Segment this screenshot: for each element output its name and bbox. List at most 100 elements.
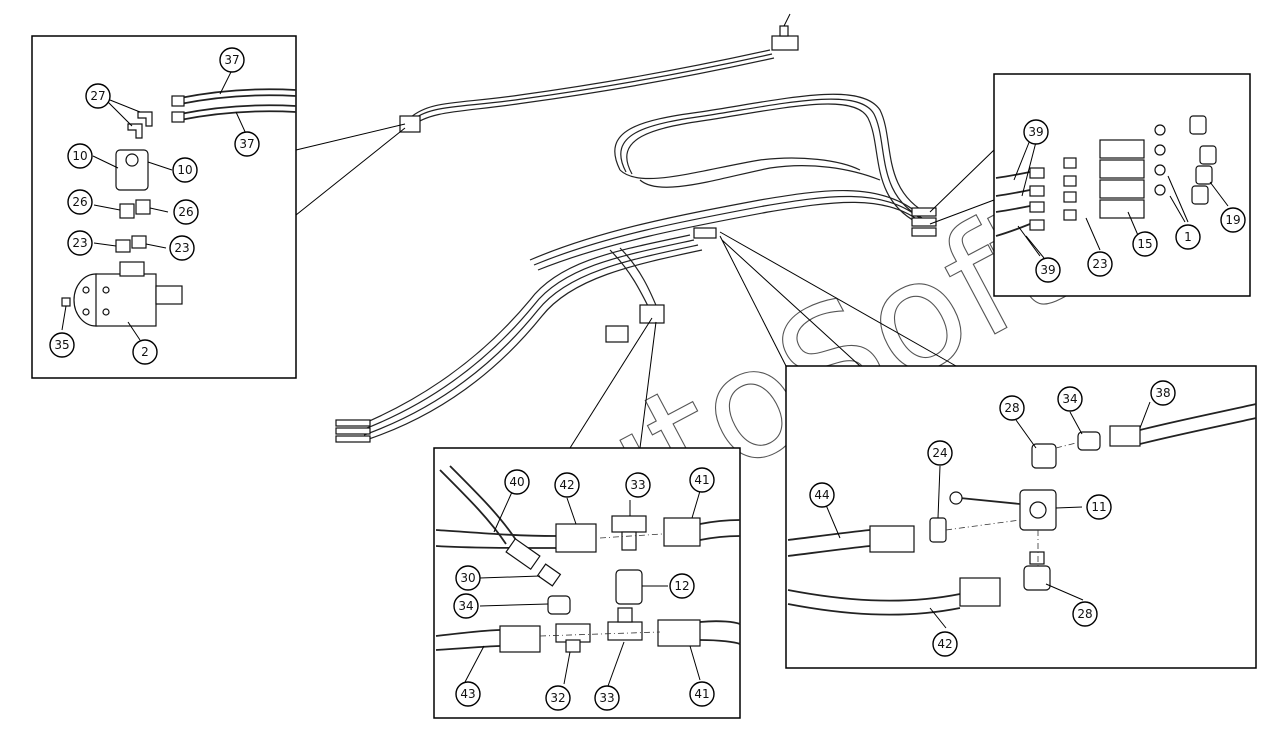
callout-balloon: 43 <box>455 681 481 707</box>
callout-number: 41 <box>694 687 709 701</box>
adapter-fitting <box>115 239 131 253</box>
callout-balloon: 12 <box>669 573 695 599</box>
hose-end-fitting <box>171 111 185 123</box>
callout-circle <box>1150 380 1176 406</box>
callout-number: 19 <box>1225 213 1240 227</box>
callout-balloon: 10 <box>172 157 198 183</box>
callout-number: 2 <box>141 345 149 359</box>
callout-number: 41 <box>694 473 709 487</box>
right-valve-connectors <box>911 207 937 237</box>
callout-number: 39 <box>1040 263 1055 277</box>
callout-circle <box>67 143 93 169</box>
callout-balloon: 15 <box>1132 231 1158 257</box>
callout-circle <box>1072 601 1098 627</box>
callout-balloon: 39 <box>1035 257 1061 283</box>
callout-number: 23 <box>1092 257 1107 271</box>
callout-number: 23 <box>174 241 189 255</box>
coupler-stack <box>1029 115 1217 231</box>
elbow-fitting <box>127 123 143 139</box>
callout-number: 27 <box>90 89 105 103</box>
callout-circle <box>927 440 953 466</box>
main-hose-routing <box>335 13 937 443</box>
callout-number: 33 <box>599 691 614 705</box>
callout-number: 28 <box>1004 401 1019 415</box>
callout-circle <box>689 681 715 707</box>
callout-number: 42 <box>559 478 574 492</box>
callout-balloon: 34 <box>1057 386 1083 412</box>
callout-balloon: 27 <box>85 83 111 109</box>
callout-circle <box>1023 119 1049 145</box>
callout-balloon: 2 <box>132 339 158 365</box>
callout-circle <box>1086 494 1112 520</box>
elbow-fitting <box>137 111 153 127</box>
left-detail-box <box>31 35 406 379</box>
callout-circle <box>173 199 199 225</box>
callout-balloon: 42 <box>932 631 958 657</box>
callout-balloon: 42 <box>554 472 580 498</box>
callout-circle <box>932 631 958 657</box>
callout-balloon: 33 <box>594 685 620 711</box>
callout-circle <box>554 472 580 498</box>
callout-number: 34 <box>458 599 473 613</box>
callout-circle <box>85 83 111 109</box>
callout-circle <box>1035 257 1061 283</box>
callout-number: 11 <box>1091 500 1106 514</box>
center-tee-cluster <box>639 304 665 324</box>
callout-number: 33 <box>630 478 645 492</box>
callout-circle <box>669 573 695 599</box>
callout-balloon: 41 <box>689 467 715 493</box>
adapter-fitting <box>119 203 135 219</box>
callout-balloon: 19 <box>1220 207 1246 233</box>
right-detail-box <box>929 73 1251 297</box>
callout-number: 37 <box>224 53 239 67</box>
callout-circle <box>49 332 75 358</box>
callout-balloon: 23 <box>1087 251 1113 277</box>
plug-fitting <box>61 297 71 307</box>
callout-balloon: 35 <box>49 332 75 358</box>
callout-number: 23 <box>72 236 87 250</box>
callout-circle <box>1087 251 1113 277</box>
lower-left-terminal <box>335 419 371 443</box>
callout-circle <box>545 685 571 711</box>
top-bracket <box>771 13 799 51</box>
callout-balloon: 23 <box>169 235 195 261</box>
hose-end-fitting <box>171 95 185 107</box>
center-fittings <box>499 515 701 653</box>
callout-balloon: 28 <box>1072 601 1098 627</box>
callout-number: 28 <box>1077 607 1092 621</box>
callout-number: 42 <box>937 637 952 651</box>
callout-number: 34 <box>1062 392 1077 406</box>
callout-circle <box>234 131 260 157</box>
callout-balloon: 33 <box>625 472 651 498</box>
callout-number: 10 <box>177 163 192 177</box>
callout-circle <box>594 685 620 711</box>
callout-circle <box>1175 224 1201 250</box>
callout-number: 26 <box>178 205 193 219</box>
callout-number: 44 <box>814 488 829 502</box>
callout-circle <box>67 189 93 215</box>
callout-number: 26 <box>72 195 87 209</box>
callout-number: 32 <box>550 691 565 705</box>
callout-number: 15 <box>1137 237 1152 251</box>
callout-number: 40 <box>509 475 524 489</box>
callout-balloon: 11 <box>1086 494 1112 520</box>
callout-balloon: 30 <box>455 565 481 591</box>
callout-balloon: 23 <box>67 230 93 256</box>
callout-number: 43 <box>460 687 475 701</box>
callout-circle <box>219 47 245 73</box>
valve-assembly <box>869 425 1141 607</box>
callout-circle <box>625 472 651 498</box>
adapter-fitting <box>131 235 147 249</box>
callout-number: 37 <box>239 137 254 151</box>
callout-balloon: 37 <box>219 47 245 73</box>
callout-circle <box>132 339 158 365</box>
hydraulic-motor <box>73 261 183 327</box>
callout-balloon: 26 <box>67 189 93 215</box>
callout-balloon: 40 <box>504 469 530 495</box>
valve-port <box>125 153 139 167</box>
callout-number: 38 <box>1155 386 1170 400</box>
callout-balloon: 24 <box>927 440 953 466</box>
callout-circle <box>689 467 715 493</box>
callout-balloon: 28 <box>999 395 1025 421</box>
